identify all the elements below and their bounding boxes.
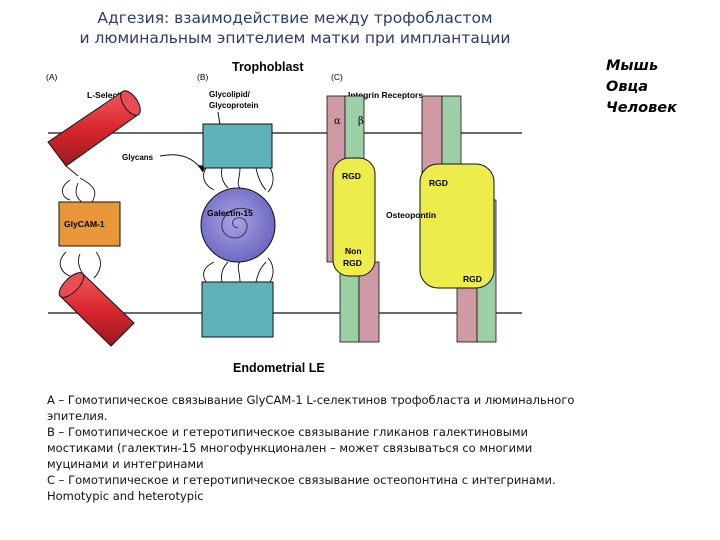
panel-b-label: (B): [197, 72, 209, 82]
non-rgd-label-1: Non: [345, 246, 362, 256]
galectin-15-sphere: [200, 187, 276, 263]
glycan-chains-a-top: [62, 177, 96, 205]
glycans-label: Glycans: [122, 153, 154, 162]
caption-line-5: муцинами и интегринами: [47, 457, 204, 471]
galectin-15-swirl: [221, 207, 251, 239]
panel-a-label: (A): [46, 72, 58, 82]
glycan-chains-b-top: [203, 167, 274, 193]
endometrial-teal-block: [201, 281, 274, 338]
alpha-label: α: [334, 116, 341, 127]
glycam-1-label: GlyCAM-1: [64, 219, 105, 229]
caption-line-2: эпителия.: [47, 409, 108, 423]
caption-line-4: мостиками (галектин-15 многофункционален…: [47, 441, 533, 455]
slide-title-line-2: и люминальным эпителием матки при имплан…: [79, 29, 511, 47]
caption-line-3: В – Гомотипическое и гетеротипическое св…: [47, 425, 529, 439]
species-mouse: Мышь: [606, 58, 659, 74]
glycam-1-box: [58, 201, 121, 247]
glycans-arrow: [159, 154, 204, 173]
integrin-receptors-label: Integrin Receptors: [348, 90, 423, 100]
rgd-label-right-top: RGD: [429, 178, 448, 188]
caption-line-6: С – Гомотипическое и гетеротипическое св…: [47, 473, 556, 487]
glycan-chains-b-bottom: [203, 257, 274, 283]
slide-title-line-1: Адгезия: взаимодействие между трофобласт…: [97, 9, 493, 27]
osteopontin-left: [332, 157, 376, 277]
non-rgd-label-2: RGD: [343, 258, 362, 268]
caption-line-1: А – Гомотипическое связывание GlyCAM-1 L…: [47, 393, 575, 407]
l-selectin-lower-cylinder: [58, 272, 135, 347]
species-sheep: Овца: [606, 79, 649, 95]
species-human: Человек: [606, 100, 677, 116]
glycolipid-arrow: [217, 111, 221, 126]
osteopontin-label: Osteopontin: [386, 210, 436, 220]
rgd-label-right-bottom: RGD: [463, 274, 482, 284]
l-selectin-upper-cylinder: [47, 90, 141, 177]
osteopontin-right: [419, 163, 495, 289]
caption-line-7: Homotypic and heterotypic: [47, 489, 204, 503]
panel-c-label: (C): [331, 72, 343, 82]
trophoblast-teal-block: [202, 123, 273, 169]
rgd-label-left: RGD: [342, 171, 361, 181]
glycolipid-label-2: Glycoprotein: [209, 101, 258, 110]
beta-label: β: [358, 116, 364, 127]
galectin-15-label: Galectin-15: [207, 208, 253, 218]
endometrial-le-label: Endometrial LE: [233, 361, 325, 375]
glycolipid-label-1: Glycolipid/: [209, 90, 251, 99]
trophoblast-label: Trophoblast: [232, 60, 304, 74]
l-selectin-label: L-Selectin: [87, 90, 128, 100]
